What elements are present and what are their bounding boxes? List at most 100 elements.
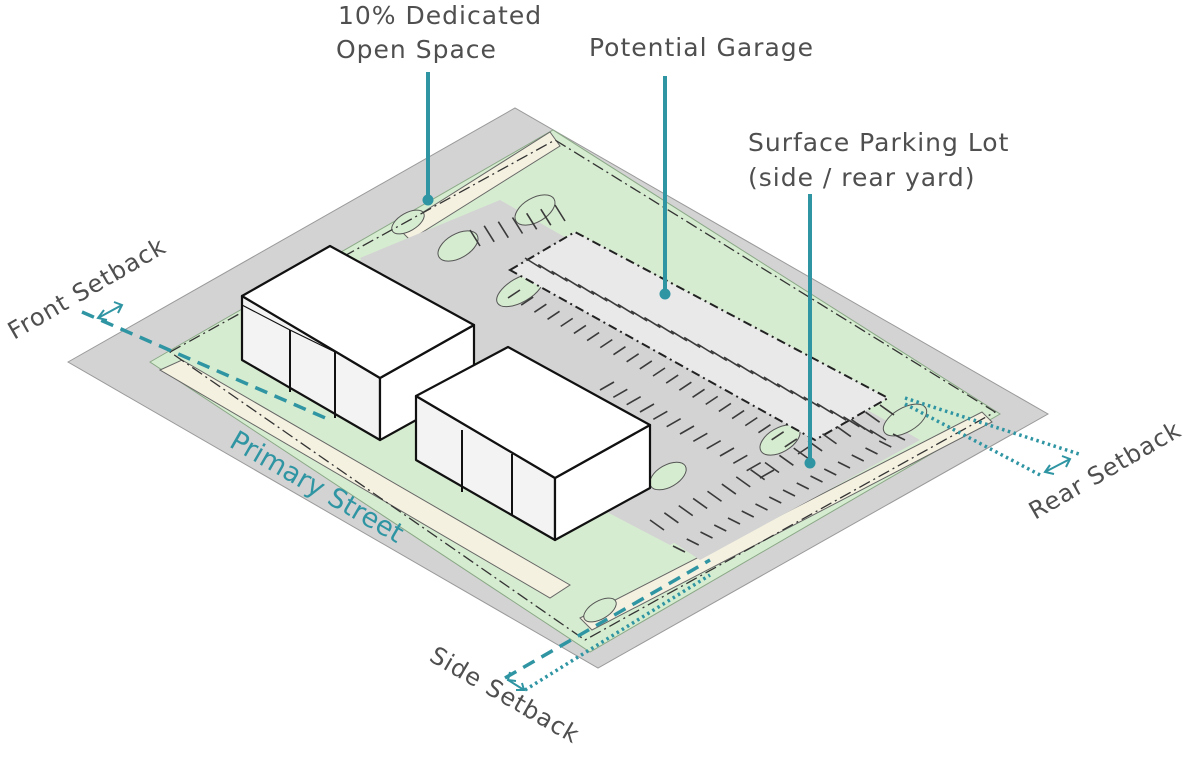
- building-2: [414, 345, 652, 542]
- parking-stall-line: [686, 538, 700, 546]
- parking-stall-line: [723, 356, 741, 368]
- parking-stall-line: [537, 263, 555, 276]
- parking-stall-line: [663, 512, 679, 524]
- parking-stall-line: [639, 360, 653, 370]
- drive-aisle: [355, 218, 880, 545]
- parking-stall-line: [789, 389, 807, 401]
- parking-stall-line: [683, 336, 701, 349]
- parking-stall-line: [670, 330, 688, 342]
- parking-stall-line: [483, 225, 495, 243]
- parking-stall-line: [732, 454, 748, 465]
- parking-stall-line: [590, 290, 608, 302]
- parking-stall-line: [469, 229, 481, 247]
- parking-stall-line: [843, 416, 860, 428]
- parking-stall-line: [554, 204, 566, 222]
- parking-stall-line: [705, 395, 719, 406]
- property-line: [168, 139, 997, 641]
- parking-stall-line: [837, 461, 851, 469]
- side-setback-line: [504, 558, 711, 680]
- front-setback-line: [81, 310, 331, 422]
- sidewalk-south: [579, 411, 993, 631]
- sidewalk-front: [158, 359, 571, 599]
- parking-stall-line: [630, 310, 648, 322]
- parking-stall-line: [678, 504, 694, 517]
- parking-stall-line: [707, 490, 722, 502]
- parking-stall-line: [759, 469, 775, 479]
- parking-stall-line: [776, 383, 794, 395]
- parking-stall-line: [764, 461, 780, 474]
- parking-stall-line: [652, 367, 666, 377]
- parking-stall-line: [755, 503, 768, 511]
- parking-stall-line: [679, 425, 695, 435]
- parking-stall-line: [626, 353, 640, 363]
- parking-stall-line: [823, 468, 837, 476]
- parking-stall-line: [763, 376, 781, 388]
- parking-stall-line: [735, 476, 751, 488]
- parking-stall-line: [678, 381, 692, 391]
- parking-stall-line: [721, 483, 737, 495]
- parking-stall-line: [810, 475, 823, 483]
- open-space-label-line2: Open Space: [336, 35, 497, 64]
- parking-stall-line: [657, 323, 675, 335]
- parking-stall-line: [727, 517, 741, 525]
- parking-stall-line: [665, 374, 679, 384]
- parking-stall-line: [692, 432, 708, 443]
- parking-stall-line: [524, 257, 542, 269]
- parking-stall-line: [652, 410, 668, 421]
- parking-stall-line: [793, 447, 809, 459]
- parking-stall-line: [718, 402, 732, 413]
- rear-setback-line: [904, 396, 1083, 457]
- surface-parking-label-line1: Surface Parking Lot: [748, 128, 1009, 157]
- parking-stall-line: [626, 395, 642, 406]
- building-1: [240, 244, 476, 442]
- parking-stall-line: [892, 433, 906, 441]
- parking-stall-line: [692, 388, 705, 398]
- parking-stall-line: [551, 270, 568, 282]
- parking-stall-line: [511, 217, 524, 234]
- parking-stall-line: [746, 461, 762, 472]
- parking-stall-line: [573, 324, 587, 335]
- parking-stall-line: [782, 489, 796, 497]
- parking-stall-line: [784, 438, 798, 448]
- surface-parking-label-line2: (side / rear yard): [748, 163, 976, 192]
- parking-stall-line: [816, 402, 834, 415]
- parking-stall-line: [700, 531, 713, 539]
- parking-island: [882, 403, 928, 437]
- parking-stall-line: [613, 346, 626, 356]
- parking-stall-line: [865, 411, 881, 423]
- parking-stall-line: [604, 297, 622, 309]
- parking-stall-line: [617, 303, 635, 315]
- rear-setback-line-2: [904, 402, 1043, 478]
- parking-leader-dot: [804, 457, 816, 469]
- parking-stall-line: [719, 447, 735, 457]
- parking-stall-line: [879, 404, 895, 416]
- parking-stall-line: [666, 417, 682, 428]
- rear-setback-arrow: [1043, 455, 1072, 475]
- parking-stall-line: [750, 369, 768, 382]
- parking-stall-line: [758, 424, 771, 434]
- parking-stall-line: [796, 482, 810, 490]
- parking-stall-line: [771, 431, 785, 441]
- parking-stall-line: [710, 349, 728, 362]
- side-setback-line-dotted: [524, 573, 711, 692]
- parking-stall-line: [741, 510, 755, 518]
- parking-stall-line: [829, 409, 847, 421]
- parking-island: [514, 194, 556, 226]
- parking-stall-line: [851, 454, 865, 462]
- parking-stall-line: [878, 440, 892, 448]
- parking-stall-line: [672, 545, 686, 553]
- parking-stall-line: [692, 497, 708, 510]
- parking-stalls: [469, 204, 906, 553]
- parking-stall-line: [697, 343, 714, 355]
- parking-island: [437, 230, 479, 262]
- potential-garage-zone: [507, 230, 891, 442]
- parking-stall-line: [750, 469, 766, 481]
- parking-stall-line: [564, 277, 582, 289]
- parking-stall-line: [520, 296, 534, 306]
- parking-stall-line: [612, 388, 628, 399]
- parking-stall-line: [525, 212, 538, 230]
- parking-stall-line: [649, 519, 665, 531]
- parking-stall-line: [577, 283, 595, 296]
- parking-stall-line: [547, 310, 560, 320]
- parking-stall-line: [869, 429, 887, 441]
